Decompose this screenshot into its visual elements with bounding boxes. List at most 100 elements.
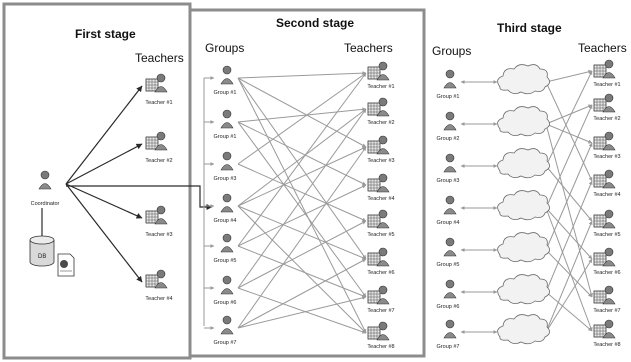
second-stage-group: Group #7 [214,315,236,346]
second-stage-teacher: Teacher #7 [367,285,395,314]
second-stage-group: Group #1 [214,109,237,140]
first-stage-title: First stage [75,27,136,41]
second-stage-teacher: Teacher #6 [367,247,395,276]
connector-line [237,121,367,186]
first-stage-teacher: Teacher #3 [145,205,173,238]
connector-line [65,85,143,185]
second-stage-teacher: Teacher #1 [367,61,395,90]
third-stage-group: Group #1 [437,69,460,100]
first-stage-teachers-header: Teachers [135,51,184,65]
database-node: DB [29,235,75,277]
second-stage-groups-header: Groups [205,41,244,55]
connector-line [545,123,593,144]
second-stage-teacher-label: Teacher #1 [367,84,394,90]
third-stage-teacher-label: Teacher #6 [593,270,620,276]
teacher-icon [593,59,616,79]
second-stage-teacher-label: Teacher #6 [367,270,394,276]
teacher-icon [145,205,168,225]
connector-line [237,220,367,289]
teacher-icon [367,173,390,193]
third-stage-teacher: Teacher #3 [593,131,621,160]
cloud-icon [497,64,550,95]
second-stage-teachers-header: Teachers [344,41,393,55]
third-stage-group: Group #5 [437,237,460,268]
group-icon [220,65,234,85]
third-stage-teacher: Teacher #4 [593,169,621,198]
first-stage-teacher: Teacher #4 [145,269,173,302]
connector-line [237,77,367,148]
second-stage-teacher-label: Teacher #3 [367,158,394,164]
third-stage-group-label: Group #3 [437,178,460,184]
teacher-icon [367,135,390,155]
cloud-icon [497,232,550,263]
connector-line [237,205,367,334]
group-icon [443,319,457,339]
connector-line [237,108,367,289]
first-stage-teacher-label: Teacher #3 [145,232,172,238]
group-icon [220,193,234,213]
second-stage-teacher: Teacher #5 [367,209,395,238]
connector-line [545,70,593,167]
third-stage-teacher-label: Teacher #5 [593,232,620,238]
database-icon [29,235,55,267]
first-stage-teacher-label: Teacher #2 [145,158,172,164]
third-stage-teacher-label: Teacher #8 [593,342,620,348]
connector-line [237,77,367,260]
group-icon [443,237,457,257]
connector-line [545,249,593,298]
third-stage-teacher-label: Teacher #4 [593,192,620,198]
connector-line [237,245,367,298]
third-stage-teacher-label: Teacher #1 [593,82,620,88]
teacher-icon [593,247,616,267]
third-stage-teacher: Teacher #2 [593,93,621,122]
coordinator-icon [38,170,52,190]
connector-line [237,295,367,329]
coordinator-label: Coordinator [31,201,60,207]
second-stage-teacher: Teacher #8 [367,321,395,350]
teacher-icon [593,169,616,189]
second-stage-teacher: Teacher #3 [367,135,395,164]
second-stage-teacher-label: Teacher #4 [367,196,394,202]
connector-line [237,146,367,207]
third-stage-group-label: Group #5 [437,262,460,268]
connector-line [65,183,143,219]
third-stage-group-label: Group #1 [437,94,460,100]
connector-line [66,185,213,210]
second-stage-frame [188,8,426,358]
coordinator-node: Coordinator [31,170,60,207]
connector-line [237,72,367,247]
group-icon [443,153,457,173]
group-icon [220,275,234,295]
third-stage-teacher-label: Teacher #2 [593,116,620,122]
third-stage-groups-header: Groups [432,44,471,58]
third-stage-group-label: Group #6 [437,304,460,310]
teacher-icon [367,247,390,267]
second-stage-group: Group #6 [214,275,236,306]
group-icon [220,151,234,171]
connector-line [237,71,367,79]
first-stage-teacher: Teacher #2 [145,131,173,164]
second-stage-teacher: Teacher #2 [367,97,395,126]
teacher-icon [593,285,616,305]
second-stage-group-label: Group #4 [214,218,237,224]
first-stage-teacher: Teacher #1 [145,73,173,106]
connector-line [237,287,367,334]
document-icon [57,253,75,277]
group-icon [220,109,234,129]
third-stage-group: Group #2 [437,111,459,142]
second-stage-group-label: Group #1 [214,134,237,140]
third-stage-teacher: Teacher #8 [593,319,621,348]
third-stage-teacher: Teacher #1 [593,59,621,88]
connector-line [545,81,593,182]
second-stage-title: Second stage [276,16,354,30]
third-stage-teacher-label: Teacher #7 [593,308,620,314]
database-label: DB [38,254,46,260]
third-stage-teacher: Teacher #6 [593,247,621,276]
second-stage-teacher-label: Teacher #5 [367,232,394,238]
connector-line [65,183,143,283]
teacher-icon [593,209,616,229]
first-stage-teacher-label: Teacher #1 [145,100,172,106]
teacher-icon [145,269,168,289]
